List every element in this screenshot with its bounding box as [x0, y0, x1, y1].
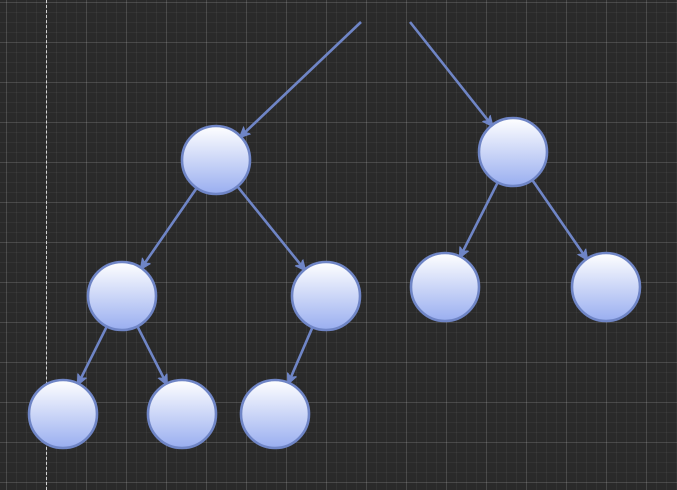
page-boundary-guide [46, 0, 47, 490]
nodes-layer [27, 116, 642, 450]
tree-node-i[interactable] [239, 378, 311, 450]
tree-node-b[interactable] [477, 116, 549, 188]
tree-node-e[interactable] [409, 251, 481, 323]
edge-c-g[interactable] [76, 325, 108, 384]
edge-b-e[interactable] [458, 181, 499, 257]
tree-node-d[interactable] [290, 260, 362, 332]
tree-node-a[interactable] [180, 124, 252, 196]
tree-node-g[interactable] [27, 378, 99, 450]
tree-node-h[interactable] [146, 378, 218, 450]
edge-root-a[interactable] [240, 21, 362, 137]
edge-a-c[interactable] [141, 187, 198, 269]
edge-root-b[interactable] [408, 21, 493, 126]
edge-b-f[interactable] [531, 179, 587, 260]
edge-c-h[interactable] [136, 325, 169, 384]
tree-node-f[interactable] [570, 251, 642, 323]
edges-layer [76, 21, 588, 385]
edge-a-d[interactable] [236, 185, 305, 270]
edge-d-i[interactable] [286, 326, 314, 384]
tree-node-c[interactable] [86, 260, 158, 332]
